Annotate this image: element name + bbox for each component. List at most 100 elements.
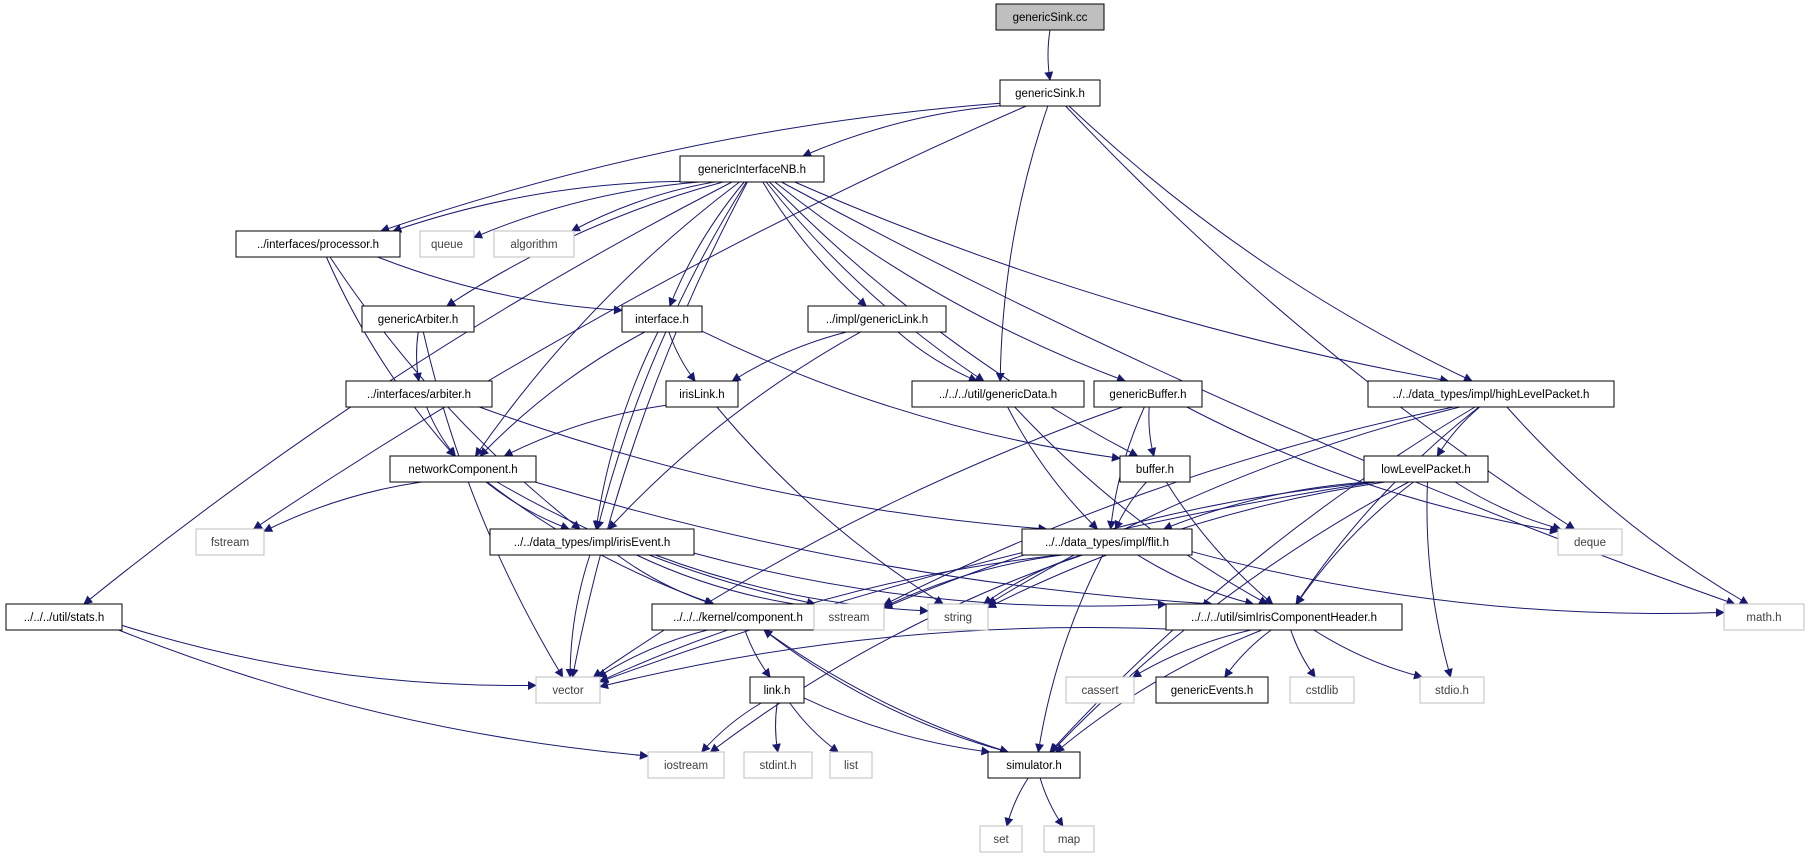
edge-irisEvent_h-to-string [655,554,929,616]
node-label: genericInterfaceNB.h [698,164,806,176]
node-label: list [844,760,859,772]
node-genericSink-cc[interactable]: genericSink.cc [995,3,1105,31]
edge-line [446,181,724,307]
node-simIrisComponentHeader-h[interactable]: ../../../util/simIrisComponentHeader.h [1165,603,1403,631]
edge-line [1035,554,1104,753]
edge-interface_h-to-buffer_h [701,330,1121,462]
node-label: irisLink.h [679,389,724,401]
edge-line [1165,481,1274,605]
node-algorithm: algorithm [493,230,575,258]
edge-line [983,554,1082,605]
edge-line [426,406,456,457]
edge-line [763,629,1009,753]
node-label: set [993,834,1009,846]
edge-lowLevelPacket_h-to-sstream [883,481,1376,609]
node-buffer-h[interactable]: buffer.h [1119,455,1191,483]
edge-genericLink_h-to-genericData_h [897,331,978,383]
edge-line [1004,777,1029,827]
edge-line [789,702,839,753]
edge-line [771,702,781,753]
node-box [1723,603,1805,631]
node-genericArbiter-h[interactable]: genericArbiter.h [361,305,475,333]
node-processor-h[interactable]: ../interfaces/processor.h [235,230,401,258]
nodes-layer: genericSink.cc genericSink.h genericInterf… [5,3,1805,853]
node-stats-h[interactable]: ../../../util/stats.h [5,603,123,631]
node-genericData-h[interactable]: ../../../util/genericData.h [911,380,1085,408]
edge-genericLink_h-to-irisLink_h [731,331,847,382]
node-box [665,380,739,408]
node-component-h[interactable]: ../../../kernel/component.h [651,603,825,631]
node-vector: vector [535,676,601,704]
node-box [743,751,813,779]
node-label: ../impl/genericLink.h [826,314,928,326]
node-genericInterfaceNB-h[interactable]: genericInterfaceNB.h [679,155,825,183]
node-genericLink-h[interactable]: ../impl/genericLink.h [807,305,947,333]
edge-genericInterfaceNB_h-to-vector [569,181,748,678]
node-link-h[interactable]: link.h [749,676,805,704]
node-interface-h[interactable]: interface.h [621,305,703,333]
node-networkComponent-h[interactable]: networkComponent.h [389,455,537,483]
edge-line [1191,551,1725,618]
node-genericEvents-h[interactable]: genericEvents.h [1155,676,1269,704]
node-label: networkComponent.h [408,464,517,476]
edge-irisLink_h-to-networkComponent_h [503,404,667,457]
node-irisEvent-h[interactable]: ../../data_types/impl/irisEvent.h [489,528,695,556]
edge-genericInterfaceNB_h-to-genericBuffer_h [774,181,1126,383]
node-box [489,528,695,556]
node-label: ../../../util/genericData.h [939,389,1057,401]
node-highLevelPacket-h[interactable]: ../../data_types/impl/highLevelPacket.h [1367,380,1615,408]
node-box [235,230,401,258]
edge-link_h-to-list [789,702,839,753]
node-box [807,305,947,333]
edge-line [118,629,649,760]
edge-networkComponent_h-to-simIrisComponentHeader_h [534,481,1213,608]
edge-lowLevelPacket_h-to-stdio_h [1426,481,1453,678]
node-box [999,79,1101,107]
node-lowLevelPacket-h[interactable]: lowLevelPacket.h [1363,455,1489,483]
edge-irisEvent_h-to-simIrisComponentHeader_h [693,552,1167,610]
node-simulator-h[interactable]: simulator.h [987,751,1081,779]
edge-processor_h-to-networkComponent_h [325,256,456,457]
edge-simIrisComponentHeader_h-to-cassert [1132,629,1252,678]
node-label: iostream [664,760,708,772]
node-box [345,380,493,408]
edge-line [599,481,1376,684]
edge-processor_h-to-interface_h [377,256,623,315]
edge-stats_h-to-iostream [118,629,649,760]
edge-line [731,331,847,382]
node-box [1367,380,1615,408]
edge-simulator_h-to-map [1039,777,1064,827]
node-label: interface.h [635,314,689,326]
edge-genericLink_h-to-irisEvent_h [607,331,861,530]
node-deque: deque [1557,528,1623,556]
node-label: link.h [764,685,791,697]
node-label: buffer.h [1136,464,1174,476]
node-label: cassert [1081,685,1119,697]
node-label: ../../../kernel/component.h [673,612,803,624]
node-label: stdint.h [759,760,796,772]
node-math-h: math.h [1723,603,1805,631]
edge-line [617,554,714,606]
edge-line [565,554,591,678]
edge-genericArbiter_h-to-arbiter_h [412,331,422,382]
node-box [1289,676,1355,704]
edge-line [479,331,646,457]
edge-lowLevelPacket_h-to-flit_h [1162,481,1370,531]
node-genericSink-h[interactable]: genericSink.h [999,79,1101,107]
node-genericBuffer-h[interactable]: genericBuffer.h [1093,380,1203,408]
node-irisLink-h[interactable]: irisLink.h [665,380,739,408]
node-box [361,305,475,333]
edge-genericBuffer_h-to-deque [1186,406,1559,535]
node-arbiter-h[interactable]: ../interfaces/arbiter.h [345,380,493,408]
node-label: ../../data_types/impl/flit.h [1045,537,1169,549]
node-flit-h[interactable]: ../../data_types/impl/flit.h [1021,528,1193,556]
edge-line [1007,406,1099,530]
edge-line [1426,481,1453,678]
edge-line [883,554,1063,608]
edge-genericSink_h-to-processor_h [380,102,1001,233]
edge-line [693,552,1167,610]
edge-stats_h-to-vector [121,624,537,691]
edge-arbiter_h-to-flit_h [479,406,1048,533]
edge-highLevelPacket_h-to-string [987,406,1461,605]
edge-line [1065,105,1576,530]
